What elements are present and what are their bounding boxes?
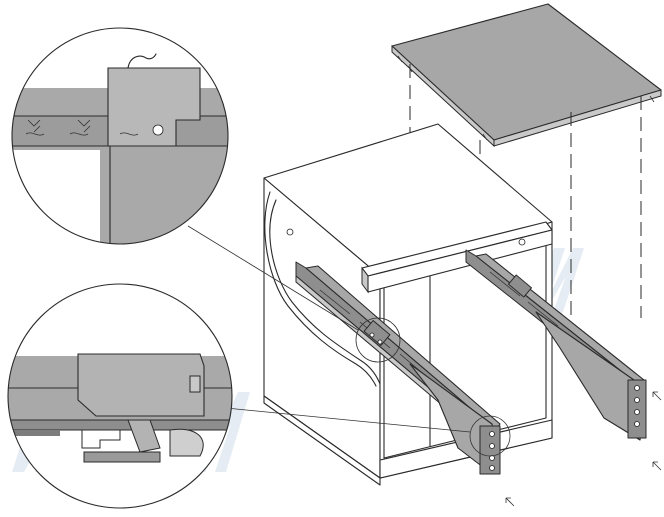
mounting-bracket-left <box>409 363 501 475</box>
detail-magnifier-lower <box>7 283 233 509</box>
detail-marker-upper <box>355 317 401 363</box>
detail-marker-lower <box>469 415 511 457</box>
screw-icon <box>286 228 294 236</box>
cabinet <box>263 123 553 486</box>
leader-line-upper <box>187 225 359 331</box>
mounting-bracket-right <box>535 311 647 441</box>
top-panel <box>391 3 662 148</box>
screw-icon <box>518 238 526 246</box>
detail-magnifier-upper <box>11 27 229 245</box>
insert-arrow-icon <box>505 391 662 507</box>
leader-line-lower <box>225 407 471 433</box>
